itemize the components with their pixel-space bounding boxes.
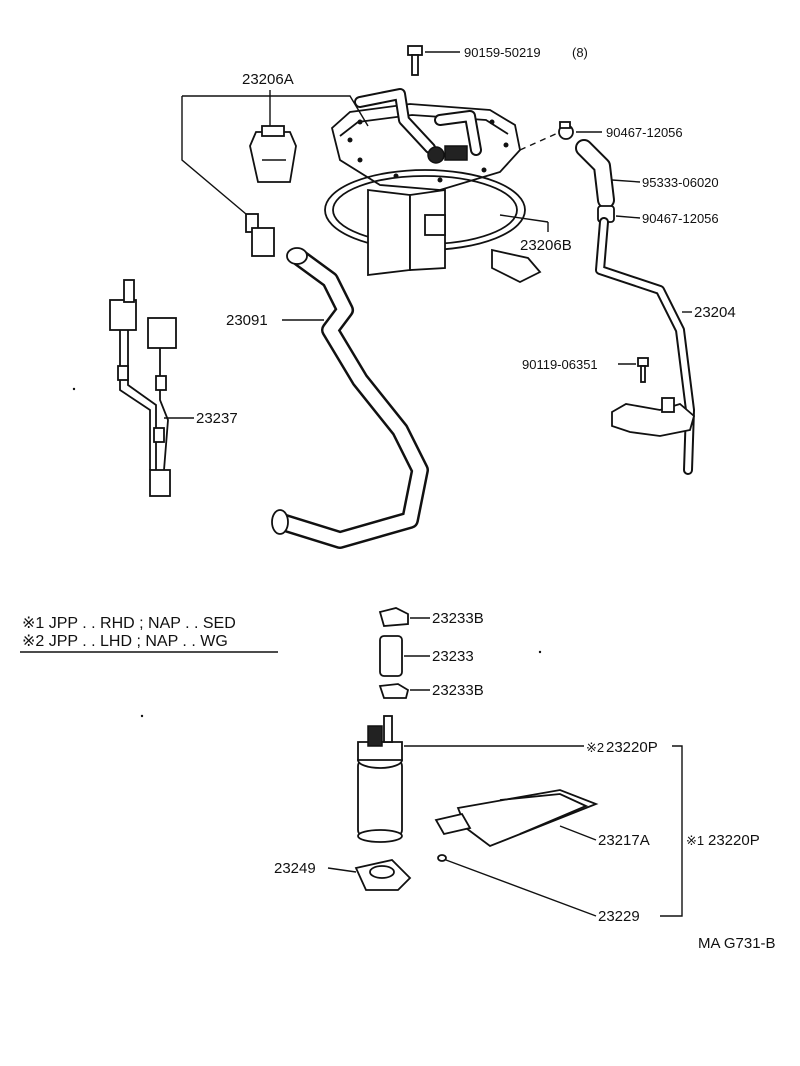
small-clip-drawing [245, 213, 275, 257]
label-clamp-upper: 90467-12056 [606, 125, 683, 140]
hose-23091-drawing [271, 247, 429, 549]
label-90159-50219: 90159-50219 [464, 45, 541, 60]
leader-bracket-top [182, 95, 369, 127]
hose-23233-drawing [379, 635, 403, 677]
label-23206B: 23206B [520, 237, 572, 254]
bolt-90119-drawing [637, 357, 649, 383]
label-23220P-2: 23220P [606, 739, 658, 756]
clip-23229-drawing [437, 854, 447, 862]
leader-clamp-lower [615, 215, 641, 219]
connector-23206A-drawing [249, 125, 297, 183]
label-23237: 23237 [196, 410, 238, 427]
mark-2: ※2 [586, 740, 604, 755]
retainer-23249-drawing [354, 859, 412, 891]
leader-bracket-side [181, 96, 247, 215]
label-23217A: 23217A [598, 832, 650, 849]
figure-code: MA G731-B [698, 935, 776, 952]
clip-23233B-bottom-drawing [378, 683, 410, 699]
label-23233B-top: 23233B [432, 610, 484, 627]
label-23204: 23204 [694, 304, 736, 321]
label-23233B-bottom: 23233B [432, 682, 484, 699]
note-1: ※1 JPP . . RHD ; NAP . . SED [22, 615, 236, 632]
clamp-upper-drawing [558, 121, 574, 140]
label-23220P-1: 23220P [708, 832, 760, 849]
wire-harness-23237-drawing [109, 279, 177, 497]
mark-1: ※1 [686, 833, 704, 848]
fuel-sender-bracket-drawing [324, 88, 542, 284]
leader-hose-95333 [611, 179, 641, 183]
bracket-23220P [660, 745, 683, 917]
label-23233: 23233 [432, 648, 474, 665]
filter-23217A-drawing [434, 789, 599, 848]
leader-23217A [559, 825, 597, 841]
bolt-90159-drawing [407, 45, 423, 76]
leader-23249 [327, 867, 357, 873]
leader-23206B-a [499, 214, 549, 223]
label-23091: 23091 [226, 312, 268, 329]
leader-23229 [445, 859, 597, 917]
fuel-pump-23220P-drawing [357, 715, 403, 843]
pipe-23204-drawing [595, 217, 696, 475]
label-clamp-lower: 90467-12056 [642, 211, 719, 226]
clip-23233B-top-drawing [378, 607, 409, 627]
label-90119-06351: 90119-06351 [522, 357, 598, 372]
note-2: ※2 JPP . . LHD ; NAP . . WG [22, 633, 228, 650]
label-95333-06020: 95333-06020 [642, 175, 719, 190]
label-23249: 23249 [274, 860, 316, 877]
dashed-leader-clamp [519, 131, 561, 151]
hose-95333-drawing [575, 139, 615, 209]
label-23206A: 23206A [242, 71, 294, 88]
label-23229: 23229 [598, 908, 640, 925]
label-90159-qty: (8) [572, 45, 588, 60]
